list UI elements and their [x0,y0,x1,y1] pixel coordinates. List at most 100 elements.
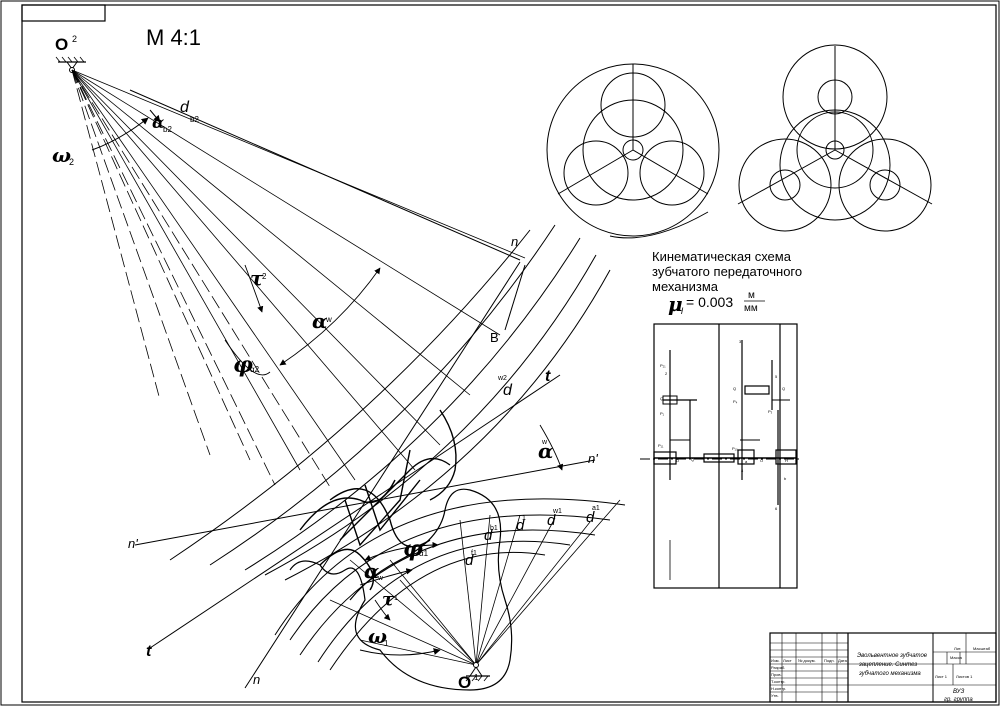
omega1-sub: 1 [384,639,389,648]
kin-label: H [785,458,788,463]
mu-value: = 0.003 [686,294,733,310]
tb-row-label: Т.контр. [771,679,786,684]
d-w1-sub: w1 [552,508,562,515]
tb-row-label: № докум. [798,658,816,663]
t-upper-label: t [545,368,551,385]
kin-label: 3 [739,339,742,344]
rays-from-o1 [329,499,621,666]
alpha-b2-sub: b2 [163,125,172,134]
gear-mesh-drawing: O 2 [52,34,626,692]
kinematic-title-line3: механизма [652,279,719,294]
mu-sub: l [681,306,684,316]
omega2-sub: 2 [69,157,74,167]
alpha-w-lower-label: α [364,559,379,583]
kin-label: 6 [775,506,778,511]
kin-label: 4 [741,468,744,473]
pivot-o2-label: O [55,35,68,54]
alpha-w-right-dim [539,424,564,471]
tb-mass: Масса [950,655,963,660]
pivot-o2 [55,56,86,73]
d-b2-label: d [180,99,190,116]
alpha-w-upper-label: α [312,309,327,333]
kin-label: P₁₀ [732,446,738,451]
kin-label: P₁₁ [658,443,664,448]
tau1-label: τ [382,589,395,610]
kin-label: a [745,459,748,464]
kin-label: Q [733,386,736,391]
d-a1-label: d [586,509,595,526]
scale-label: М 4:1 [146,25,201,50]
kin-label: P₄ [733,399,738,404]
d-w1-label: d [547,512,556,529]
phi-a1-sub: α1 [419,549,429,558]
tb-row-label: Утв. [771,693,779,698]
omega2-arrow [91,117,149,151]
org-name: ВУЗ [953,689,965,695]
alpha-w-lower-dim [359,568,413,586]
kin-label: Q [691,457,694,462]
tb-row-label: Н.контр. [771,686,786,691]
drawing-title-line1: Эвольвентное зубчатое [857,653,928,659]
tb-row-label: Подп. [824,658,835,663]
tau2-dim [244,264,264,313]
rays-from-o2 [71,69,526,488]
d-1-sub: 1 [522,515,526,522]
action-lines [129,89,596,689]
title-block-text: Эвольвентное зубчатое зацепление. Синтез… [771,646,991,703]
kin-label: 5 [775,374,778,379]
d-a1-sub: a1 [592,505,600,512]
planetary-view-left [546,63,720,239]
omega1-label: ω [368,624,387,648]
alpha-w-upper-sub: w [325,315,332,324]
corner-stamp-box [21,4,106,22]
d-b1-sub: b1 [490,525,498,532]
tau1-sub: 1 [394,595,398,602]
alpha-b2-label: α [152,113,164,132]
omega1-arrow [359,648,441,656]
pivot-o2-sub: 2 [72,34,77,44]
mu-unit-den: мм [744,303,758,314]
kin-label: P₃ [768,409,773,414]
phi-a1-label: φ [403,536,423,562]
tau2-sub: 2 [262,272,267,281]
pivot-o1-sub: 1 [474,673,479,682]
d-f1-label: d [465,552,474,569]
tb-row-label: Изм. [771,658,780,663]
tb-lit: Лит. [954,646,961,651]
kin-label: 2 [665,371,668,376]
n-prime-right-label: n' [588,451,598,466]
drawing-title-line2: зацепление. Синтез [858,662,917,668]
phi-a1-dim [364,541,439,561]
n-bottom-label: n [253,672,260,687]
tb-sheet: Лист 1 [935,674,948,679]
inner-frame [21,4,997,703]
kinematic-scheme-labels: P₂₁ 2 Q P₁ P₁₁ 3 Q P₁₀ O a O H Q P₄ P₃ 5… [658,339,788,511]
kin-label: P₂₁ [660,363,666,368]
planetary-view-right [737,44,933,232]
org-group: гр. группа [944,697,973,703]
tb-row-label: Дата [838,658,848,663]
tb-row-label: Лист [783,658,792,663]
mu-unit-num: м [748,290,755,301]
n-prime-left-label: n' [128,536,138,551]
gear1-circles [274,498,626,671]
kinematic-scheme [640,323,800,589]
mu-symbol: μ [668,292,683,316]
phi-a2-label: φ [233,352,253,378]
kin-label: O [676,458,679,463]
tb-row-label: Разраб. [771,665,785,670]
tb-sheets: Листов 1 [956,674,973,679]
kinematic-title-line2: зубчатого передаточного [652,264,802,279]
pivot-o1 [465,662,490,682]
d-w2-label: d [503,382,513,399]
gear1-body-outline [289,488,513,691]
gear2-circles [169,224,611,581]
kin-label: Q [782,386,785,391]
phi-a2-dim [224,339,271,376]
tb-row-label: Пров. [771,672,782,677]
kinematic-title-line1: Кинематическая схема [652,249,792,264]
tau2-label: τ [250,266,264,290]
alpha-w-lower-sub: w [377,575,384,582]
